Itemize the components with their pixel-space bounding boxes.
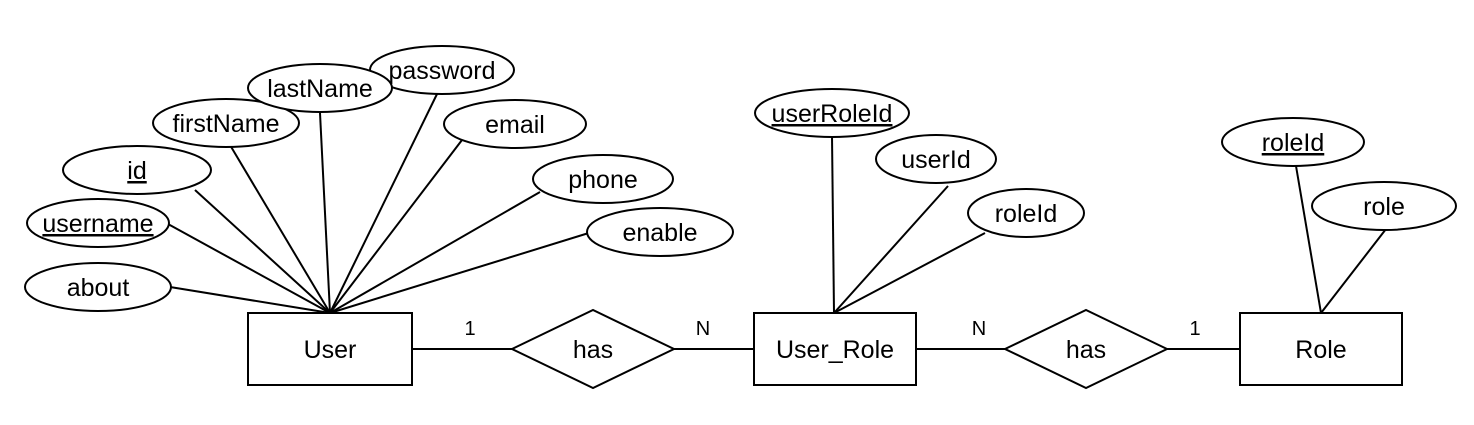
attr-role: role	[1311, 181, 1457, 231]
cardinality-user: 1	[464, 318, 475, 340]
attr-userroleid-label: userRoleId	[772, 100, 893, 128]
attr-id-label: id	[127, 157, 146, 185]
entity-role-label: Role	[1295, 336, 1346, 364]
attr-userid: userId	[875, 134, 997, 184]
entity-user-label: User	[304, 336, 357, 364]
relationship-has-2: has	[1002, 308, 1170, 390]
line-userrole-userroleid	[831, 135, 835, 314]
attr-firstname-label: firstName	[173, 110, 280, 138]
attr-phone-label: phone	[568, 166, 638, 194]
line-user-firstname	[229, 144, 331, 314]
role-attributes: roleId role	[1221, 117, 1457, 231]
line-user-username	[167, 223, 331, 314]
attr-username: username	[26, 198, 170, 248]
line-user-email	[329, 139, 463, 314]
relationship-has-2-label: has	[1066, 336, 1106, 364]
cardinality-labels: 1 N N 1	[464, 318, 1200, 340]
line-user-about	[169, 286, 331, 314]
user-attributes: about username id firstName password las…	[24, 45, 734, 312]
attr-enable: enable	[586, 207, 734, 257]
cardinality-role: 1	[1189, 318, 1200, 340]
line-user-phone	[329, 191, 541, 314]
attr-role-label: role	[1363, 193, 1405, 221]
line-userrole-roleid	[833, 232, 986, 314]
attr-about-label: about	[67, 274, 130, 302]
line-role-roleid	[1295, 165, 1322, 314]
entity-user-role: User_Role	[753, 312, 917, 386]
cardinality-user-role-left: N	[696, 318, 710, 340]
relationship-has-1: has	[509, 308, 677, 390]
connector-lines	[167, 91, 1387, 350]
cardinality-user-role-right: N	[972, 318, 986, 340]
attr-username-label: username	[42, 210, 153, 238]
entity-user-role-label: User_Role	[776, 336, 894, 364]
attr-firstname: firstName	[152, 98, 300, 148]
attr-roleid-ur-label: roleId	[995, 200, 1058, 228]
attr-password: password	[369, 45, 515, 95]
entity-role: Role	[1239, 312, 1403, 386]
attr-roleid: roleId	[1221, 117, 1365, 167]
attr-userid-label: userId	[901, 146, 970, 174]
attr-email-label: email	[485, 111, 545, 139]
line-user-lastname	[319, 112, 331, 314]
attr-userroleid: userRoleId	[754, 88, 910, 138]
attr-roleid-ur: roleId	[967, 188, 1085, 238]
entity-user: User	[247, 312, 413, 386]
line-userrole-userid	[833, 185, 949, 314]
attr-password-label: password	[389, 57, 496, 85]
attr-email: email	[443, 99, 587, 149]
user-role-attributes: userRoleId userId roleId	[754, 88, 1085, 238]
attr-lastname: lastName	[247, 63, 393, 113]
line-user-password	[329, 91, 439, 314]
relationship-has-1-label: has	[573, 336, 613, 364]
attr-lastname-label: lastName	[267, 75, 373, 103]
attr-id: id	[62, 145, 212, 195]
line-role-role	[1320, 228, 1387, 314]
attr-roleid-label: roleId	[1262, 129, 1325, 157]
line-user-id	[194, 189, 331, 314]
attr-phone: phone	[532, 154, 674, 204]
attr-enable-label: enable	[622, 219, 697, 247]
line-user-enable	[329, 231, 593, 314]
attr-about: about	[24, 262, 172, 312]
